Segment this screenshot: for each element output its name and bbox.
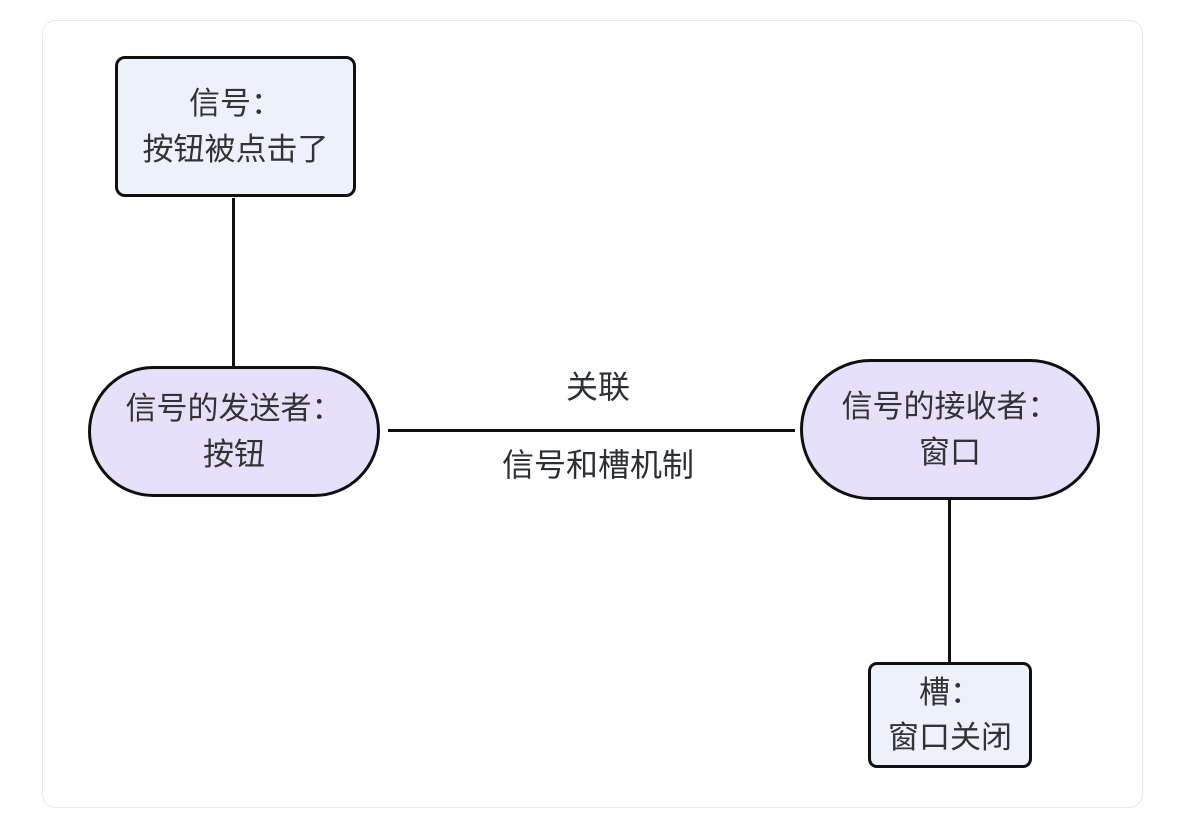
edge-label-association: 关联 xyxy=(448,370,748,404)
edge-receiver-to-slot xyxy=(948,498,951,662)
node-slot-line1: 槽： xyxy=(919,675,981,710)
node-signal: 信号： 按钮被点击了 xyxy=(115,56,356,197)
node-signal-line1: 信号： xyxy=(189,85,282,121)
node-sender: 信号的发送者： 按钮 xyxy=(88,366,380,497)
edge-label-signal-slot-mechanism: 信号和槽机制 xyxy=(448,448,748,482)
node-receiver-line1: 信号的接收者： xyxy=(841,388,1059,424)
node-slot: 槽： 窗口关闭 xyxy=(868,662,1032,768)
node-sender-line2: 按钮 xyxy=(203,436,265,472)
node-receiver: 信号的接收者： 窗口 xyxy=(800,359,1100,500)
node-sender-line1: 信号的发送者： xyxy=(125,390,343,426)
node-receiver-line2: 窗口 xyxy=(919,434,981,470)
edge-sender-to-receiver xyxy=(388,429,795,432)
node-signal-line2: 按钮被点击了 xyxy=(142,131,329,167)
node-slot-line2: 窗口关闭 xyxy=(888,720,1012,755)
edge-signal-to-sender xyxy=(232,198,235,366)
